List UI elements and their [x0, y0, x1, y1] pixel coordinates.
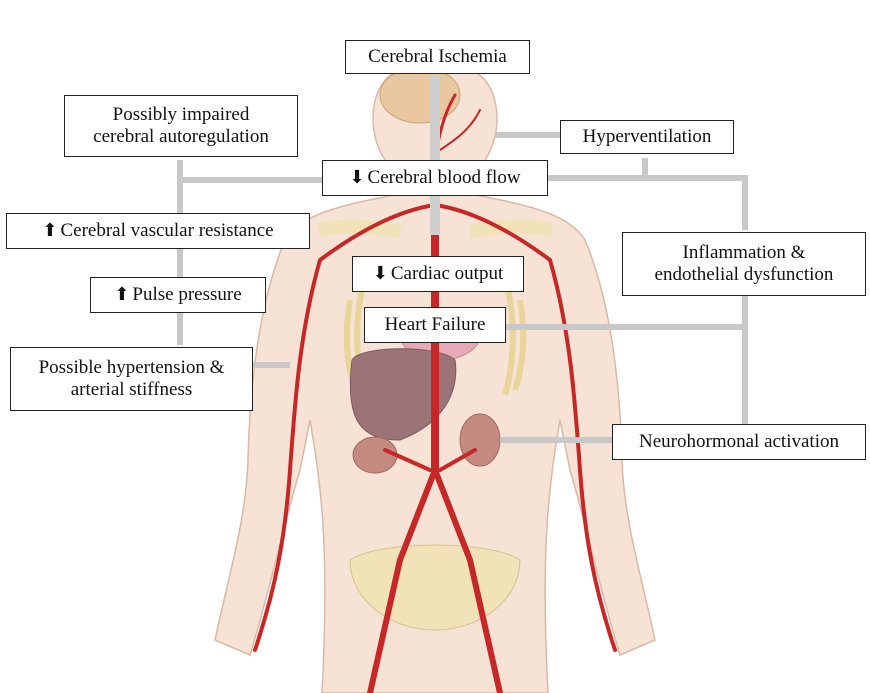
up-arrow-icon: ⬆	[114, 284, 129, 306]
label-cerebral-blood-flow: ⬇ Cerebral blood flow	[322, 160, 548, 196]
heart-failure-text: Heart Failure	[385, 314, 486, 336]
hypertension-line2: arterial stiffness	[71, 379, 193, 401]
impaired-autoregulation-line1: Possibly impaired	[113, 104, 250, 126]
label-hyperventilation: Hyperventilation	[560, 120, 734, 154]
up-arrow-icon: ⬆	[42, 220, 57, 242]
vascular-resistance-text: Cerebral vascular resistance	[60, 220, 273, 242]
left-shoulder-bone	[318, 226, 400, 232]
label-impaired-autoregulation: Possibly impaired cerebral autoregulatio…	[64, 95, 298, 157]
inflammation-line1: Inflammation &	[683, 242, 806, 264]
right-shoulder-bone	[470, 226, 552, 232]
cardiac-output-text: Cardiac output	[391, 263, 503, 285]
hypertension-line1: Possible hypertension &	[39, 357, 225, 379]
down-arrow-icon: ⬇	[349, 167, 364, 189]
label-pulse-pressure: ⬆ Pulse pressure	[90, 277, 266, 313]
pulse-pressure-text: Pulse pressure	[132, 284, 241, 306]
down-arrow-icon: ⬇	[373, 263, 388, 285]
label-neurohormonal: Neurohormonal activation	[612, 424, 866, 460]
cerebral-blood-flow-text: Cerebral blood flow	[368, 167, 521, 189]
inflammation-line2: endothelial dysfunction	[655, 264, 834, 286]
label-hypertension: Possible hypertension & arterial stiffne…	[10, 347, 253, 411]
label-cerebral-ischemia: Cerebral Ischemia	[345, 40, 530, 74]
label-vascular-resistance: ⬆ Cerebral vascular resistance	[6, 213, 310, 249]
impaired-autoregulation-line2: cerebral autoregulation	[93, 126, 269, 148]
label-cardiac-output: ⬇ Cardiac output	[352, 256, 524, 292]
hyperventilation-text: Hyperventilation	[583, 126, 712, 148]
left-kidney	[353, 437, 397, 473]
cerebral-ischemia-text: Cerebral Ischemia	[368, 46, 507, 68]
label-inflammation: Inflammation & endothelial dysfunction	[622, 232, 866, 296]
neurohormonal-text: Neurohormonal activation	[639, 431, 839, 453]
label-heart-failure: Heart Failure	[364, 307, 506, 343]
right-kidney	[460, 414, 500, 466]
brain	[380, 67, 460, 123]
